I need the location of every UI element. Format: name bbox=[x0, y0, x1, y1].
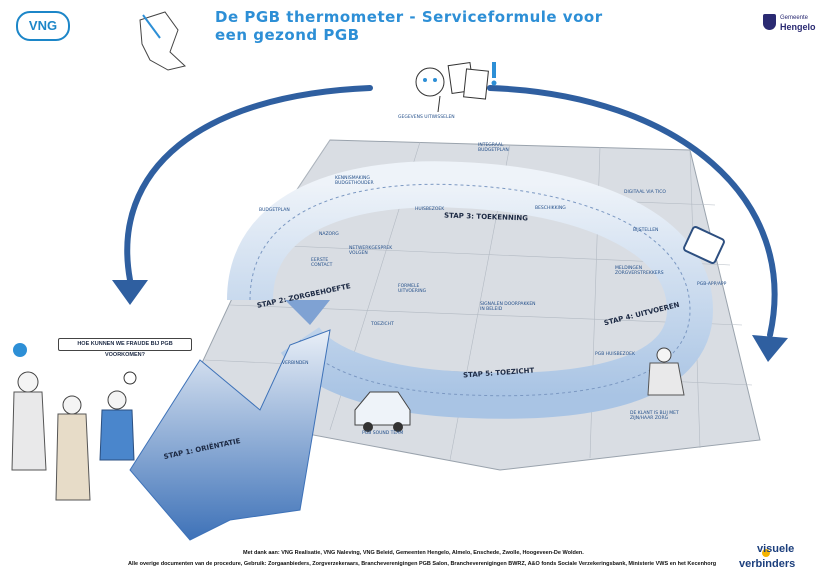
question-bubble: Hoe kunnen we fraude bij PGB voorkomen? bbox=[58, 338, 192, 358]
info-hub-illustration bbox=[415, 62, 497, 113]
hengelo-logo: Gemeente Hengelo bbox=[763, 12, 823, 36]
road-arrow-head-step5 bbox=[285, 300, 330, 325]
netherlands-map-illustration bbox=[139, 11, 187, 71]
visuele-verbinders-logo: visuele verbinders bbox=[731, 541, 823, 577]
label-kennismaking: Kennismaking budgethouder bbox=[335, 176, 374, 187]
tablet-illustration bbox=[683, 226, 725, 264]
label-signalen: Signalen doorpakken in beleid bbox=[480, 302, 536, 313]
label-beschikking: Beschikking bbox=[535, 206, 566, 211]
label-eerste-contact: Eerste contact bbox=[311, 258, 333, 269]
label-monitoring: Meldingen zorgverstrekkers bbox=[615, 266, 664, 277]
vng-logo-text: VNG bbox=[28, 18, 58, 33]
label-nazorg: Nazorg bbox=[319, 232, 339, 237]
outer-cycle-arrow bbox=[124, 85, 778, 338]
label-formele: Formele uitvoering bbox=[398, 284, 427, 295]
label-netwerkgesprek: Netwerkgesprek volgen bbox=[349, 246, 393, 257]
footer-sources: Alle overige documenten van de procedure… bbox=[128, 561, 717, 567]
hengelo-logo-small: Gemeente bbox=[780, 15, 809, 21]
outer-arrow-head-left bbox=[112, 280, 148, 305]
label-huisbezoek: Huisbezoek bbox=[415, 207, 445, 212]
label-huisbezoek-2: PGB huisbezoek bbox=[595, 352, 635, 357]
people-illustration bbox=[11, 343, 137, 501]
label-toezicht: Toezicht bbox=[371, 322, 394, 327]
label-integraal: Integraal budgetplan bbox=[478, 143, 509, 154]
label-klant: De klant is blij met zijn/haar zorg bbox=[630, 411, 679, 422]
label-budgetplan: Budgetplan bbox=[259, 208, 290, 213]
step1-entry-arrow bbox=[129, 329, 331, 541]
label-verbinden: Verbinden bbox=[282, 361, 309, 366]
footer-credits: Met dank aan: VNG Realisatie, VNG Nalevi… bbox=[243, 550, 584, 556]
label-pgb-team: PGB Sound team bbox=[362, 431, 404, 436]
hengelo-logo-big: Hengelo bbox=[780, 22, 816, 32]
page-title: De PGB thermometer - Serviceformule voor… bbox=[215, 8, 603, 44]
brand-dot-icon bbox=[762, 549, 770, 557]
label-bijstellen: Bijstellen bbox=[633, 228, 659, 233]
vng-logo: VNG bbox=[16, 11, 70, 41]
brand-top: visuele bbox=[757, 543, 795, 555]
seated-person-illustration bbox=[647, 347, 685, 396]
outer-arrow-head-right bbox=[752, 335, 788, 362]
hengelo-crest-icon bbox=[763, 14, 776, 30]
label-digitaal: Digitaal via tico bbox=[624, 190, 666, 195]
car-illustration bbox=[354, 391, 411, 432]
label-gegevens: Gegevens uitwisselen bbox=[398, 115, 455, 120]
brand-bottom: verbinders bbox=[739, 558, 796, 570]
road-ring bbox=[227, 161, 714, 419]
label-app: PGB-app/app bbox=[697, 282, 727, 287]
